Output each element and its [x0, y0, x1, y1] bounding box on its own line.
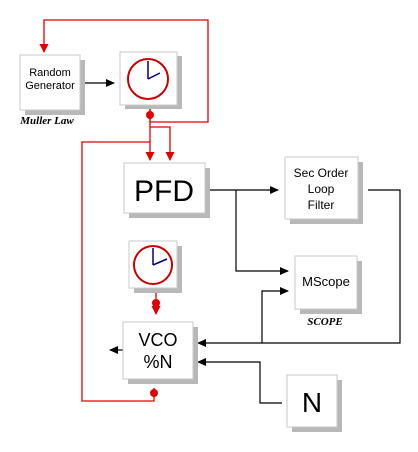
- random-generator-block[interactable]: Random Generator: [19, 54, 85, 115]
- link-filter-to-vco: [197, 189, 401, 347]
- data-links: [80, 79, 401, 404]
- mscope-block[interactable]: MScope: [294, 255, 362, 314]
- loop-filter-block[interactable]: Sec Order Loop Filter: [284, 156, 363, 224]
- n-constant-block[interactable]: N: [286, 374, 342, 432]
- red-junction: [146, 111, 154, 119]
- mscope-label: MScope: [302, 274, 350, 289]
- link-pfd-to-scope: [235, 190, 289, 275]
- loop-filter-label-1: Sec Order: [294, 166, 349, 180]
- clock-icon: [127, 58, 169, 100]
- vco-block[interactable]: VCO %N: [122, 321, 198, 384]
- random-generator-label-1: Random: [29, 67, 71, 79]
- vco-label-2: %N: [143, 352, 172, 372]
- scope-caption: SCOPE: [307, 316, 342, 328]
- clock-block-2[interactable]: [128, 240, 182, 293]
- event-link-pfd-in2: [150, 126, 175, 161]
- red-junction: [150, 389, 158, 397]
- loop-filter-label-2: Loop: [308, 182, 335, 196]
- loop-filter-label-3: Filter: [308, 198, 335, 212]
- link-n-to-vco: [197, 358, 282, 404]
- muller-law-caption: Muller Law: [19, 115, 74, 127]
- vco-label-1: VCO: [138, 330, 177, 350]
- pfd-label: PFD: [134, 175, 194, 208]
- red-junction: [152, 299, 160, 307]
- clock-icon: [133, 245, 173, 285]
- random-generator-label-2: Generator: [25, 80, 75, 92]
- clock-block-1[interactable]: [119, 51, 182, 109]
- pfd-block[interactable]: PFD: [123, 162, 210, 218]
- n-label: N: [302, 387, 322, 418]
- link-vco-to-scope: [261, 287, 289, 343]
